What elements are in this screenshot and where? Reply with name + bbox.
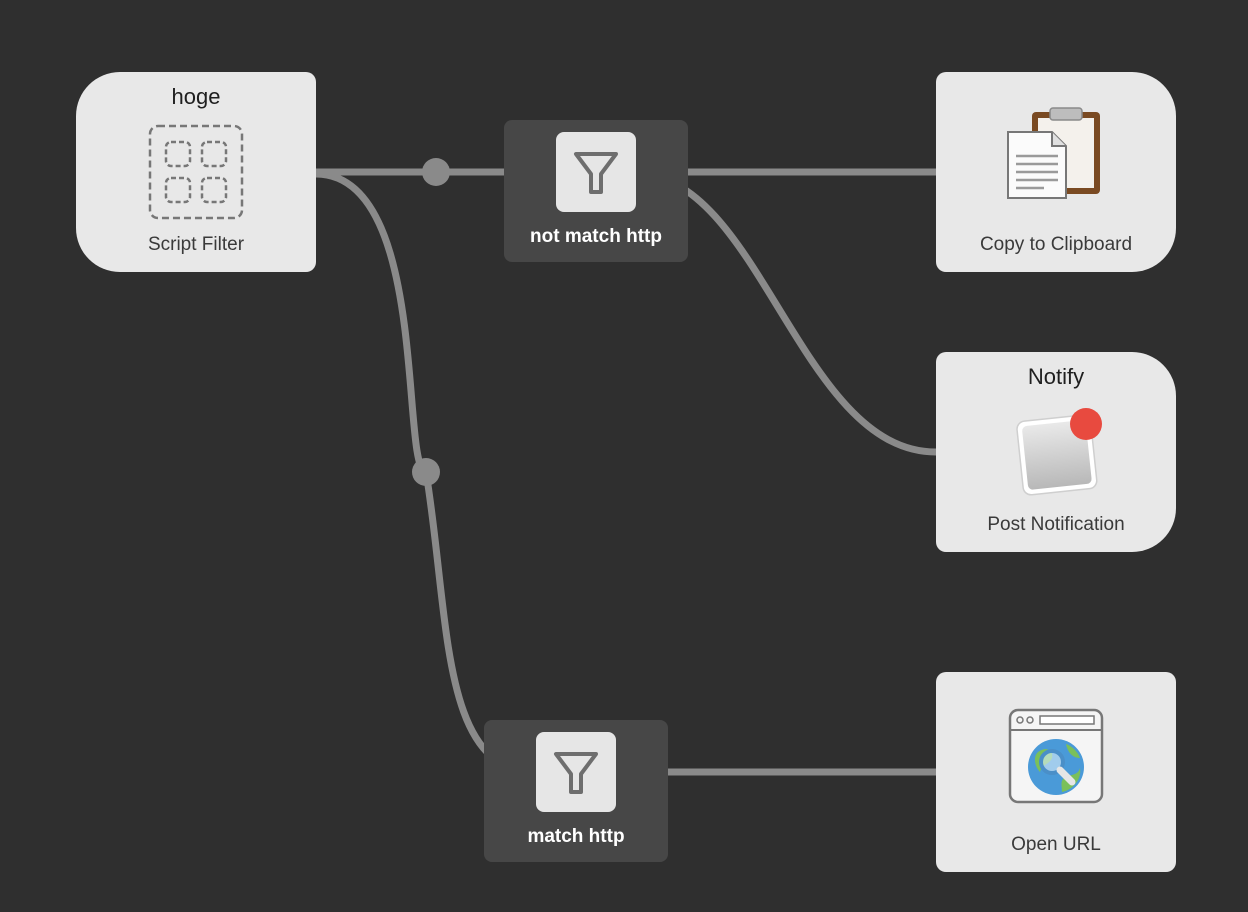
script-filter-grid-icon	[148, 124, 244, 225]
copy-to-clipboard-node[interactable]: Copy to Clipboard	[936, 72, 1176, 272]
node-title: hoge	[171, 84, 221, 109]
node-label: Copy to Clipboard	[979, 234, 1133, 255]
filter-funnel-icon	[556, 132, 636, 212]
filter-funnel-icon	[536, 732, 616, 812]
wire-knob-top	[422, 158, 450, 186]
clipboard-icon	[1004, 106, 1108, 207]
notification-badge-icon	[1008, 404, 1104, 505]
filter-label: not match http	[530, 226, 662, 247]
not-match-filter-node[interactable]: not match http	[504, 120, 688, 262]
match-filter-node[interactable]: match http	[484, 720, 668, 862]
filter-label: match http	[527, 826, 625, 847]
post-notification-node[interactable]: Notify Post Notification	[936, 352, 1176, 552]
node-label: Script Filter	[147, 234, 245, 255]
node-title: Notify	[1027, 364, 1085, 389]
open-url-node[interactable]: Open URL	[936, 672, 1176, 872]
node-label: Open URL	[1011, 834, 1101, 855]
wire-knob-mid	[412, 458, 440, 486]
browser-globe-icon	[1008, 708, 1104, 809]
script-filter-node[interactable]: hoge Script Filter	[76, 72, 316, 272]
node-label: Post Notification	[987, 514, 1125, 535]
